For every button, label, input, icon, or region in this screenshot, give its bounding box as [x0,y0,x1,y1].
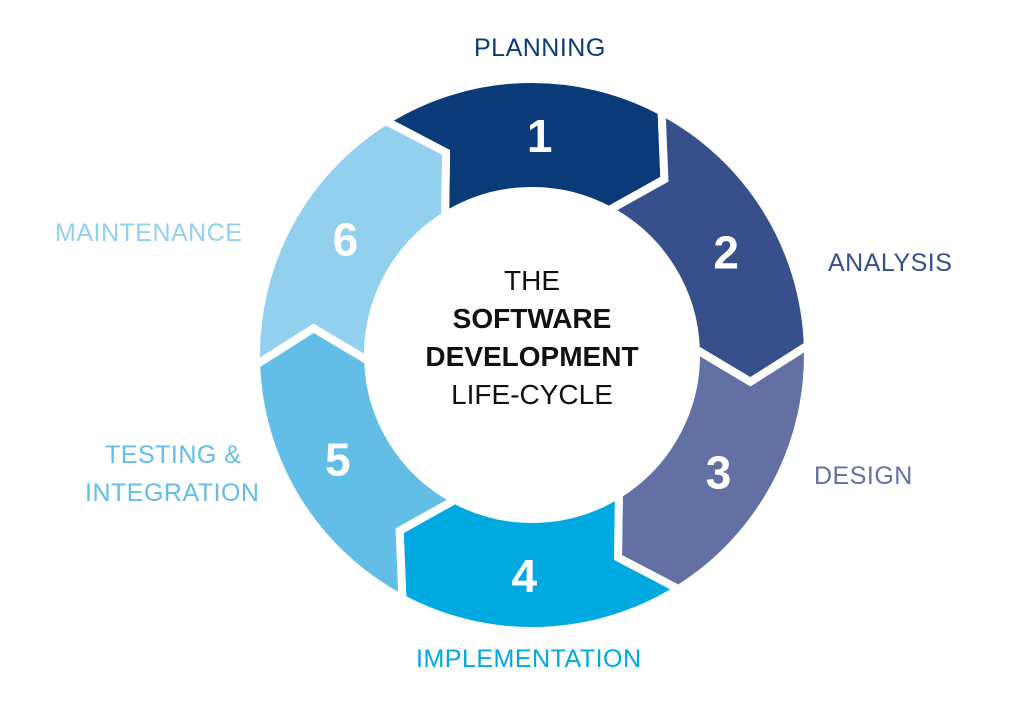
stage-number-5: 5 [325,433,351,485]
stage-number-6: 6 [333,213,359,265]
stage-number-4: 4 [512,550,538,602]
stage-label-analysis: ANALYSIS [828,249,953,277]
stage-number-1: 1 [527,110,553,162]
title-line-development: DEVELOPMENT [425,341,639,372]
stage-label-testing: TESTING & [105,441,242,469]
title-line-lifecycle: LIFE-CYCLE [451,379,613,410]
center-title: THE SOFTWARE DEVELOPMENT LIFE-CYCLE [412,262,652,414]
stage-label-maintenance: MAINTENANCE [55,219,243,247]
stage-number-3: 3 [706,447,732,499]
title-line-software: SOFTWARE [452,303,612,334]
stage-label-implementation: IMPLEMENTATION [416,645,642,673]
stage-segment-6 [252,116,451,372]
stage-label-integration: INTEGRATION [85,479,260,507]
title-line-the: THE [504,265,560,296]
stage-number-2: 2 [713,227,739,279]
stage-label-design: DESIGN [814,462,913,490]
stage-label-planning: PLANNING [474,34,606,62]
